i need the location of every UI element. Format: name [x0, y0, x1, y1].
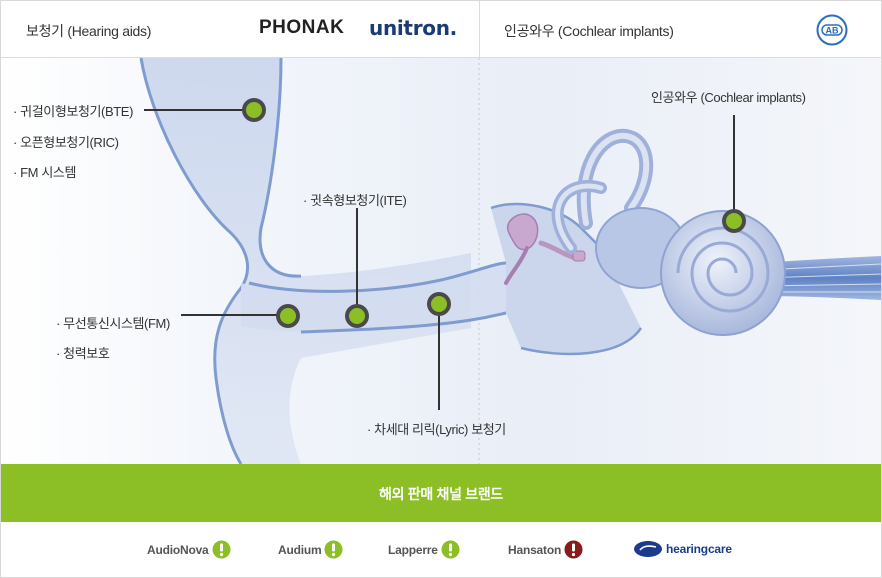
brand-name: AudioNova	[147, 542, 209, 557]
marker-layer	[242, 98, 746, 328]
brand-audium[interactable]: Audium	[278, 540, 343, 559]
marker-bte[interactable]	[242, 98, 266, 122]
marker-lyric[interactable]	[427, 292, 451, 316]
boots-oval-icon	[634, 541, 662, 557]
label-hearing-protection: · 청력보호	[56, 346, 110, 361]
exclamation-badge-icon	[324, 540, 343, 559]
hearing-aids-title: 보청기 (Hearing aids)	[26, 23, 152, 39]
phonak-logo[interactable]: PHONAK	[259, 17, 345, 38]
exclamation-badge-icon	[212, 540, 231, 559]
semicircular-canals	[551, 128, 654, 254]
ear-anatomy-diagram: · 귀걸이형보청기(BTE) · 오픈형보청기(RIC) · FM 시스템 · …	[1, 58, 881, 464]
brand-logos-row: AudioNova Audium Lapperre Hansaton heari…	[1, 522, 881, 577]
header-divider	[479, 1, 480, 58]
sales-channel-title: 해외 판매 채널 브랜드	[379, 486, 503, 502]
brand-audionova[interactable]: AudioNova	[147, 540, 231, 559]
ossicles	[504, 213, 586, 285]
ab-logo-text: AB	[826, 26, 839, 36]
brand-hansaton[interactable]: Hansaton	[508, 540, 583, 559]
cochlea	[660, 210, 786, 336]
exclamation-badge-icon	[564, 540, 583, 559]
label-wireless-fm: · 무선통신시스템(FM)	[56, 316, 170, 331]
label-ite: · 귓속형보청기(ITE)	[303, 193, 407, 208]
brand-boots-hearingcare[interactable]: hearingcare	[633, 540, 732, 558]
brand-lapperre[interactable]: Lapperre	[388, 540, 460, 559]
label-ric: · 오픈형보청기(RIC)	[13, 135, 119, 150]
outer-ear	[141, 58, 471, 464]
callout-lines	[144, 109, 735, 410]
marker-fm[interactable]	[276, 304, 300, 328]
label-lyric: · 차세대 리릭(Lyric) 보청기	[367, 422, 506, 437]
unitron-logo[interactable]: unitron.	[369, 16, 457, 40]
marker-ite[interactable]	[345, 304, 369, 328]
marker-cochlear[interactable]	[722, 209, 746, 233]
brand-name: hearingcare	[666, 542, 732, 556]
cochlear-implants-title: 인공와우 (Cochlear implants)	[504, 23, 674, 39]
auditory-nerve	[761, 256, 881, 300]
header: 보청기 (Hearing aids) PHONAK unitron. 인공와우 …	[1, 1, 881, 58]
exclamation-badge-icon	[441, 540, 460, 559]
label-fm-system: · FM 시스템	[13, 165, 77, 180]
advanced-bionics-logo[interactable]: AB	[816, 14, 848, 46]
label-bte: · 귀걸이형보청기(BTE)	[13, 104, 134, 119]
sales-channel-band: 해외 판매 채널 브랜드	[1, 464, 881, 522]
label-cochlear: 인공와우 (Cochlear implants)	[651, 90, 806, 105]
brand-name: Hansaton	[508, 542, 562, 557]
brand-name: Lapperre	[388, 542, 438, 557]
brand-name: Audium	[278, 542, 322, 557]
